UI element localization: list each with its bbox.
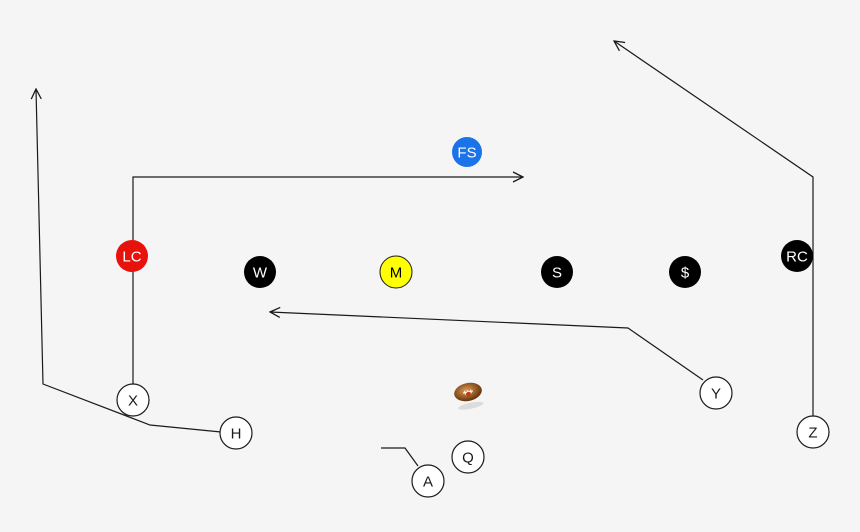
defender-m: M xyxy=(379,255,413,289)
defender-dollar-label: $ xyxy=(681,265,690,282)
defender-w: W xyxy=(244,256,276,288)
route-h-wheel xyxy=(36,89,222,433)
player-y-label: Y xyxy=(711,386,721,403)
defense: FS LC W M S $ RC xyxy=(116,137,813,289)
player-z-label: Z xyxy=(808,425,817,442)
player-h: H xyxy=(219,416,253,450)
player-y: Y xyxy=(699,376,733,410)
player-h-label: H xyxy=(231,426,242,443)
player-q-label: Q xyxy=(462,450,474,467)
offense: X H A Q Y Z xyxy=(116,376,830,498)
defender-dollar: $ xyxy=(669,256,701,288)
defender-fs: FS xyxy=(452,137,482,167)
football-icon xyxy=(454,382,484,410)
player-a: A xyxy=(411,464,445,498)
player-x-label: X xyxy=(128,393,138,410)
defender-fs-label: FS xyxy=(457,145,476,162)
player-x: X xyxy=(116,383,150,417)
routes xyxy=(36,41,814,467)
defender-rc: RC xyxy=(781,240,813,272)
defender-lc-label: LC xyxy=(122,249,141,266)
defender-w-label: W xyxy=(253,265,268,282)
player-a-label: A xyxy=(423,474,433,491)
defender-lc: LC xyxy=(116,240,148,272)
route-x-post xyxy=(132,177,523,385)
route-z-post xyxy=(614,41,814,417)
defender-s-label: S xyxy=(552,265,562,282)
player-q: Q xyxy=(451,440,485,474)
route-a-block xyxy=(381,447,419,467)
defender-rc-label: RC xyxy=(786,249,808,266)
route-y-drag xyxy=(270,312,704,381)
defender-m-label: M xyxy=(390,265,403,282)
defender-s: S xyxy=(541,256,573,288)
player-z: Z xyxy=(796,415,830,449)
